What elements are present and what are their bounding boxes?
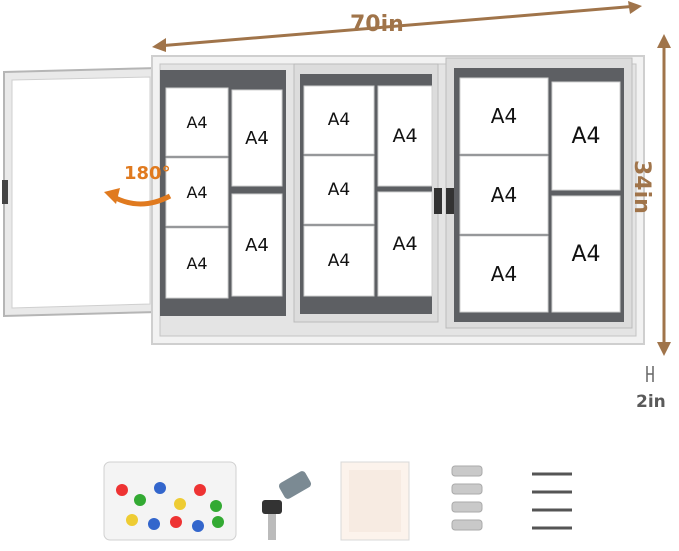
- depth-marker: [646, 366, 654, 382]
- open-door: [2, 66, 159, 318]
- paper-label: A4: [392, 233, 418, 255]
- paper-label: A4: [490, 183, 518, 207]
- paper-label: A4: [571, 241, 601, 267]
- paper-label: A4: [327, 251, 351, 271]
- paper-label: A4: [245, 234, 269, 256]
- wall-anchors: [451, 465, 483, 531]
- paper-label: A4: [186, 253, 208, 273]
- lock-icon: [446, 188, 454, 214]
- paper-label: A4: [327, 180, 351, 200]
- paper-label: A4: [392, 125, 418, 147]
- lock-icon: [434, 188, 442, 214]
- rotation-label: 180°: [124, 163, 171, 184]
- screws: [532, 472, 572, 530]
- push-pins-box: [103, 461, 237, 541]
- height-arrow: [657, 34, 671, 356]
- paper-label: A4: [186, 182, 208, 202]
- width-arrow: [152, 1, 642, 52]
- width-label: 70in: [350, 12, 404, 37]
- paper-label: A4: [245, 127, 269, 149]
- paper-label: A4: [571, 123, 601, 149]
- paper-sheets: [165, 77, 621, 313]
- keys: [262, 471, 312, 540]
- paper-label: A4: [327, 110, 351, 130]
- paper-label: A4: [490, 104, 518, 128]
- paper-label: A4: [490, 262, 518, 286]
- paper-label: A4: [186, 112, 208, 132]
- height-label: 34in: [629, 160, 654, 214]
- acrylic-sheet: [340, 461, 410, 541]
- depth-label: 2in: [636, 392, 666, 412]
